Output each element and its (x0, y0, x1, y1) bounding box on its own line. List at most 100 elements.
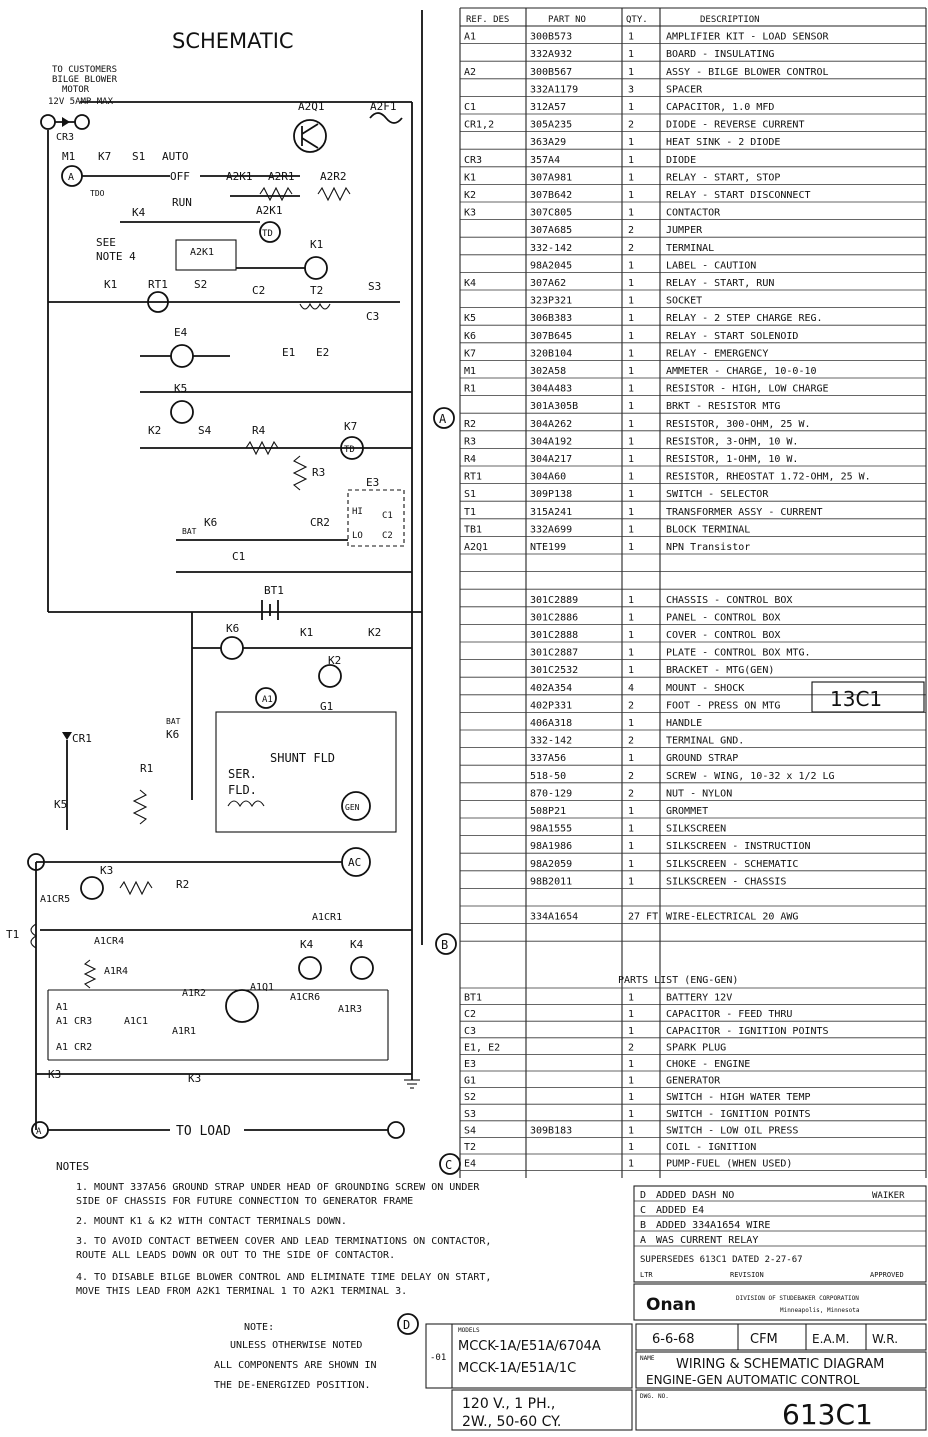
label-k5-coil: K5 (174, 382, 187, 395)
table-cell: 301A305B (530, 401, 578, 412)
spec-block (451, 1389, 633, 1431)
table-cell: 402P331 (530, 700, 572, 711)
table-cell: 27 FT (628, 912, 658, 923)
engine-table-cell: 1 (628, 1059, 634, 1070)
table-cell: 363A29 (530, 137, 566, 148)
table-cell: 315A241 (530, 507, 572, 518)
callout-b (435, 933, 457, 955)
model-2: MCCK-1A/E51A/1C (458, 1361, 576, 1376)
table-cell: T1 (464, 507, 476, 518)
series-field-coil (227, 800, 265, 808)
rt1-thermistor (147, 291, 169, 313)
table-cell: RELAY - START, RUN (666, 278, 774, 289)
engine-table-cell: COIL - IGNITION (666, 1142, 756, 1153)
note-line-7: MOVE THIS LEAD FROM A2K1 TERMINAL 1 TO A… (76, 1286, 407, 1297)
table-cell: 1 (628, 806, 634, 817)
date-block (635, 1323, 927, 1351)
table-cell: 304A60 (530, 472, 566, 483)
engine-table-cell: 1 (628, 1092, 634, 1103)
note-line-1: 1. MOUNT 337A56 GROUND STRAP UNDER HEAD … (76, 1182, 480, 1193)
table-cell: RELAY - 2 STEP CHARGE REG. (666, 313, 823, 324)
table-cell: R1 (464, 384, 476, 395)
table-cell: GROUND STRAP (666, 753, 738, 764)
company-block (633, 1283, 927, 1321)
revision-letter: A (640, 1235, 646, 1246)
label-e1: E1 (282, 346, 295, 359)
company-logo: Onan (646, 1295, 696, 1315)
table-cell: FOOT - PRESS ON MTG (666, 700, 780, 711)
table-cell: 301C2889 (530, 595, 578, 606)
table-cell: RELAY - START DISCONNECT (666, 190, 811, 201)
table-cell: DIODE (666, 155, 696, 166)
table-cell: 1 (628, 419, 634, 430)
table-cell: SILKSCREEN - SCHEMATIC (666, 859, 798, 870)
table-cell: 307A62 (530, 278, 566, 289)
table-cell: 304A483 (530, 384, 572, 395)
label-k1-contact: K1 (104, 278, 117, 291)
engine-table-cell: E3 (464, 1059, 476, 1070)
table-cell: 301C2532 (530, 665, 578, 676)
label-a2k1-mid: A2K1 (256, 204, 283, 217)
table-cell: 301C2888 (530, 630, 578, 641)
drawing-title-2: ENGINE-GEN AUTOMATIC CONTROL (646, 1373, 860, 1387)
table-cell: 2 (628, 736, 634, 747)
revision-text: ADDED DASH NO (656, 1190, 734, 1201)
table-cell: BLOCK TERMINAL (666, 524, 750, 535)
table-cell: RELAY - EMERGENCY (666, 348, 768, 359)
table-cell: R4 (464, 454, 476, 465)
label-bat-k6: BAT (182, 527, 197, 536)
table-cell: 337A56 (530, 753, 566, 764)
table-cell: M1 (464, 366, 476, 377)
table-cell: 1 (628, 824, 634, 835)
table-cell: 508P21 (530, 806, 566, 817)
table-cell: COVER - CONTROL BOX (666, 630, 780, 641)
table-cell: 1 (628, 859, 634, 870)
table-cell: RT1 (464, 472, 482, 483)
r4-resistor (245, 440, 279, 456)
table-cell: HANDLE (666, 718, 702, 729)
engine-table-cell: CHOKE - ENGINE (666, 1059, 750, 1070)
a2q1-transistor-symbol (293, 119, 327, 153)
svg-text:A: A (36, 1127, 42, 1137)
a1-terminal-upper (255, 687, 277, 709)
table-cell: K1 (464, 172, 476, 183)
engine-table-cell: SPARK PLUG (666, 1042, 726, 1053)
a2k1-td-coil (259, 221, 281, 243)
label-k1-bottom: K1 (300, 626, 313, 639)
label-hi: HI (352, 507, 363, 517)
table-cell: 4 (628, 683, 634, 694)
note-line-6: 4. TO DISABLE BILGE BLOWER CONTROL AND E… (76, 1272, 491, 1283)
cr1-diode (62, 732, 72, 740)
svg-text:A1: A1 (262, 695, 273, 705)
label-shunt-fld: SHUNT FLD (270, 751, 335, 765)
checked-by: E.A.M. (812, 1332, 849, 1346)
label-a1cr6: A1CR6 (290, 992, 320, 1003)
table-cell: TRANSFORMER ASSY - CURRENT (666, 507, 823, 518)
table-cell: 1 (628, 507, 634, 518)
table-cell: R3 (464, 436, 476, 447)
label-lo: LO (352, 531, 363, 541)
dwg-label: DWG. NO. (640, 1393, 669, 1400)
label-k4-top: K4 (132, 206, 146, 219)
engine-table-cell: E4 (464, 1159, 476, 1170)
label-k6-contact: K6 (204, 516, 217, 529)
table-cell: 332A1179 (530, 84, 578, 95)
engine-table-cell: E1, E2 (464, 1042, 500, 1053)
k7-td-coil (340, 436, 364, 460)
note-box-line-4: THE DE-ENERGIZED POSITION. (214, 1380, 371, 1391)
table-cell: 2 (628, 788, 634, 799)
table-cell: TB1 (464, 524, 482, 535)
table-cell: 98A1986 (530, 841, 572, 852)
table-cell: 1 (628, 436, 634, 447)
table-cell: NPN Transistor (666, 542, 750, 553)
table-cell: 1 (628, 313, 634, 324)
table-cell: BRACKET - MTG(GEN) (666, 665, 774, 676)
label-k6-coil: K6 (226, 622, 239, 635)
note-line-3: 2. MOUNT K1 & K2 WITH CONTACT TERMINALS … (76, 1216, 347, 1227)
table-cell: 1 (628, 260, 634, 271)
table-cell: RESISTOR, RHEOSTAT 1.72-OHM, 25 W. (666, 472, 871, 483)
engine-table-cell: SWITCH - HIGH WATER TEMP (666, 1092, 811, 1103)
